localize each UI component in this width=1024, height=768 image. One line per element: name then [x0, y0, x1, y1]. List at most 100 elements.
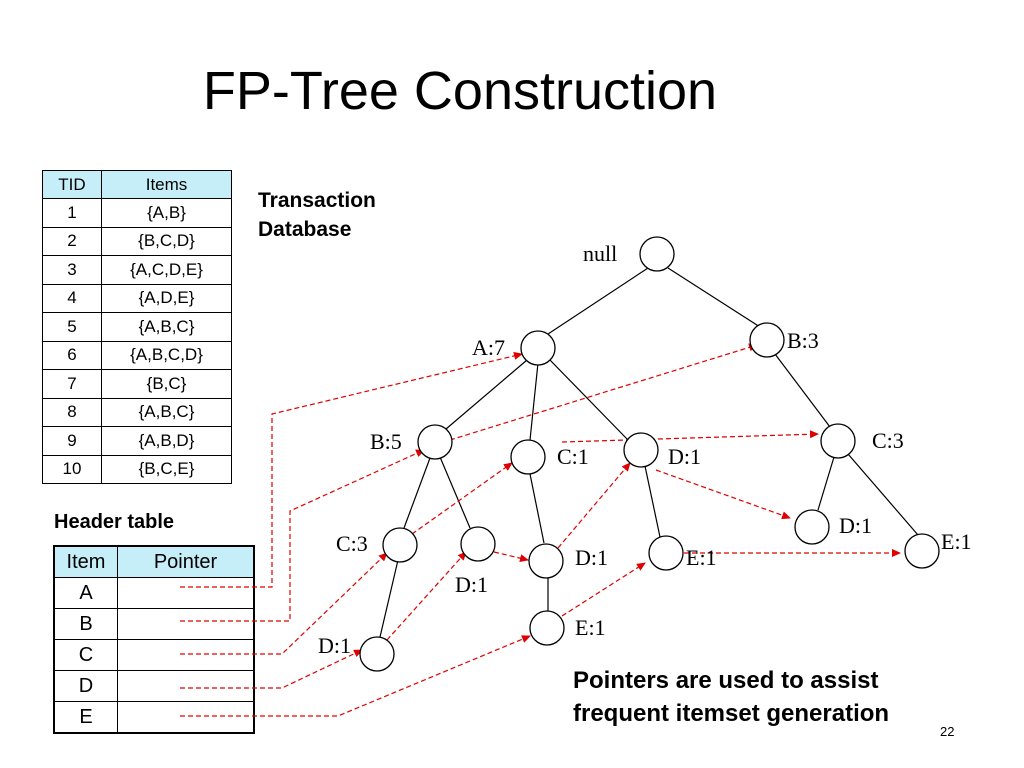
- tree-nodes: [359, 236, 940, 672]
- tree-node-e1-c3-b3: [904, 533, 940, 569]
- column-header-tid: TID: [42, 170, 102, 199]
- tree-node-labels: null A:7 B:3 B:5 C:1 D:1 C:3 C:3 D:1 D:1…: [318, 241, 972, 658]
- node-label: E:1: [686, 545, 717, 570]
- tree-edge: [817, 456, 835, 511]
- tree-node-d1-c1: [528, 543, 564, 579]
- items-cell: {A,B,C}: [101, 312, 232, 342]
- node-label: D:1: [839, 513, 872, 538]
- tree-node-e1-d1-c1: [529, 610, 565, 646]
- header-table-caption: Header table: [54, 511, 175, 533]
- tid-cell: 7: [42, 369, 102, 399]
- header-table: Item Pointer A B C D E: [53, 545, 255, 734]
- tree-node-d1: [623, 432, 659, 468]
- node-label: E:1: [575, 615, 606, 640]
- caption-line: Transaction: [258, 189, 376, 212]
- table-header-row: TID Items: [42, 170, 232, 199]
- tree-edge: [529, 362, 539, 441]
- page-title: FP-Tree Construction: [202, 61, 718, 121]
- tree-node-d1-b5: [460, 526, 496, 562]
- table-row: 2{B,C,D}: [42, 226, 232, 256]
- item-cell: E: [53, 701, 118, 734]
- items-cell: {B,C,D}: [101, 226, 232, 256]
- node-label: D:1: [455, 572, 488, 597]
- tree-edge: [445, 359, 528, 430]
- pointer-arrow: [180, 449, 425, 622]
- pointer-arrow: [561, 562, 646, 617]
- item-cell: A: [53, 577, 118, 609]
- node-label: D:1: [318, 633, 351, 658]
- table-row: 5{A,B,C}: [42, 312, 232, 342]
- tree-node-e1-d1: [648, 535, 684, 571]
- tree-edge: [379, 559, 399, 638]
- tree-node-c1: [510, 439, 546, 475]
- pointer-arrow: [411, 462, 513, 535]
- node-label: D:1: [575, 545, 608, 570]
- tree-edge: [529, 473, 545, 544]
- tree-edge: [544, 267, 649, 337]
- table-row: 4{A,D,E}: [42, 283, 232, 313]
- column-header-pointer: Pointer: [117, 545, 255, 578]
- pointer-arrow: [493, 551, 529, 563]
- page-number: 22: [940, 724, 955, 739]
- tid-cell: 3: [42, 255, 102, 285]
- tree-edge: [439, 456, 471, 529]
- node-label: B:3: [787, 328, 819, 353]
- table-row: 3{A,C,D,E}: [42, 255, 232, 285]
- table-row: E: [53, 701, 255, 734]
- tree-node-b5: [417, 424, 453, 460]
- pointer-cell: [117, 670, 255, 702]
- pointer-cell: [117, 701, 255, 734]
- item-cell: D: [53, 670, 118, 702]
- node-label: A:7: [472, 335, 505, 360]
- note-line: frequent itemset generation: [573, 700, 890, 727]
- pointer-arrow: [449, 343, 758, 441]
- pointer-arrow: [180, 351, 523, 588]
- caption-line: Database: [258, 218, 352, 241]
- column-header-items: Items: [101, 170, 232, 199]
- table-row: D: [53, 670, 255, 702]
- items-cell: {A,B,C,D}: [101, 340, 232, 370]
- table-row: B: [53, 608, 255, 640]
- pointer-arrow: [561, 430, 819, 443]
- pointer-arrow: [180, 552, 388, 655]
- note-line: Pointers are used to assist: [573, 667, 879, 694]
- tid-cell: 6: [42, 340, 102, 370]
- items-cell: {A,B,C}: [101, 397, 232, 427]
- pointer-note: Pointers are used to assist frequent ite…: [573, 664, 973, 730]
- node-label: C:3: [872, 428, 904, 453]
- node-label: E:1: [941, 529, 972, 554]
- column-header-item: Item: [53, 545, 118, 578]
- node-label: C:1: [557, 444, 589, 469]
- table-row: 10{B,C,E}: [42, 454, 232, 484]
- pointer-arrow: [180, 649, 363, 689]
- node-link-pointers: [180, 343, 901, 717]
- table-row: 7{B,C}: [42, 369, 232, 399]
- tree-edge: [403, 457, 431, 529]
- node-label: B:5: [370, 429, 402, 454]
- tree-edge: [667, 267, 761, 328]
- node-label: D:1: [668, 444, 701, 469]
- node-label: null: [583, 241, 617, 266]
- items-cell: {A,D,E}: [101, 283, 232, 313]
- table-row: 6{A,B,C,D}: [42, 340, 232, 370]
- table-row: 9{A,B,D}: [42, 426, 232, 456]
- tree-node-b3: [749, 322, 785, 358]
- tree-node-d1-c3-b3: [794, 509, 830, 545]
- table-row: C: [53, 639, 255, 671]
- tree-edge: [847, 453, 919, 536]
- tree-edge: [774, 353, 831, 428]
- tree-edge: [644, 465, 661, 538]
- item-cell: C: [53, 639, 118, 671]
- pointer-arrow: [180, 635, 531, 717]
- pointer-cell: [117, 639, 255, 671]
- transaction-table: TID Items 1{A,B} 2{B,C,D} 3{A,C,D,E} 4{A…: [42, 170, 232, 484]
- tree-node-c3: [382, 527, 418, 563]
- tid-cell: 10: [42, 454, 102, 484]
- tree-node-c3-b3: [820, 423, 856, 459]
- pointer-arrow: [557, 462, 631, 549]
- table-row: 8{A,B,C}: [42, 397, 232, 427]
- tree-edge: [547, 357, 629, 441]
- tid-cell: 9: [42, 426, 102, 456]
